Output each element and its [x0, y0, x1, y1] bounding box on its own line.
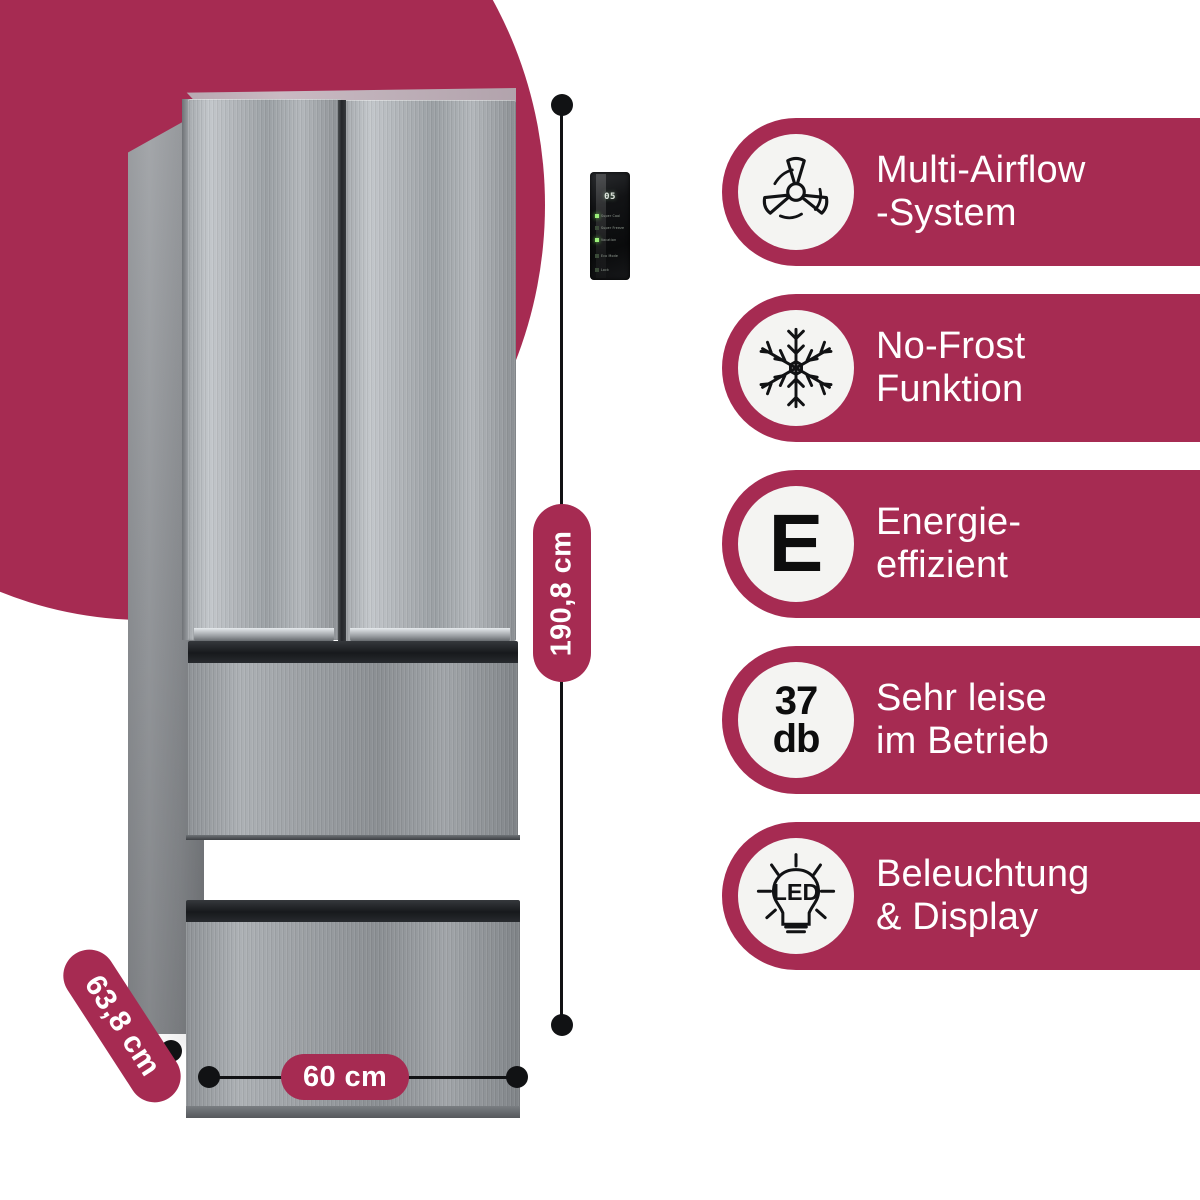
- fridge-drawer-two-handle[interactable]: [186, 900, 520, 924]
- product-image-refrigerator: 05 Super Cool Super Freeze Vacation Eco …: [128, 88, 630, 1118]
- feature-label-line-1: Energie-: [876, 500, 1022, 543]
- snowflake-icon: [738, 310, 854, 426]
- width-dimension-label: 60 cm: [281, 1054, 410, 1100]
- feature-badge-lighting-display[interactable]: LED Beleuchtung & Display: [722, 822, 1200, 970]
- energy-label-e-icon: E: [738, 486, 854, 602]
- height-dimension-value: 190,8 cm: [545, 530, 578, 656]
- feature-badge-multi-airflow[interactable]: Multi-Airflow -System: [722, 118, 1200, 266]
- width-dimension-dot-right: [506, 1066, 528, 1088]
- led-bulb-icon-svg: LED: [756, 853, 836, 934]
- panel-row-vacation[interactable]: Vacation: [595, 236, 627, 243]
- feature-badge-text: Multi-Airflow -System: [876, 149, 1086, 236]
- noise-level-unit: db: [772, 717, 821, 761]
- fridge-drawer-one: [188, 663, 518, 835]
- fan-icon: [738, 134, 854, 250]
- feature-badge-list: Multi-Airflow -System: [722, 118, 1200, 998]
- panel-row-super-cool[interactable]: Super Cool: [595, 212, 627, 219]
- feature-label-line-2: Funktion: [876, 368, 1024, 410]
- feature-label-line-1: Beleuchtung: [876, 852, 1090, 895]
- panel-row-super-freeze[interactable]: Super Freeze: [595, 224, 627, 231]
- feature-label-line-1: Sehr leise: [876, 676, 1047, 719]
- panel-row-label: Lock: [601, 267, 610, 272]
- panel-led-indicator: [595, 225, 599, 230]
- panel-led-indicator: [595, 267, 599, 272]
- feature-badge-low-noise[interactable]: 37 db Sehr leise im Betrieb: [722, 646, 1200, 794]
- panel-led-indicator: [595, 253, 599, 258]
- panel-row-label: Vacation: [601, 237, 617, 242]
- fridge-upper-left-door-handle[interactable]: [194, 628, 334, 642]
- panel-led-indicator: [595, 237, 599, 242]
- fan-icon-svg: [762, 156, 829, 220]
- feature-label-line-1: No-Frost: [876, 324, 1026, 367]
- panel-led-indicator: [595, 213, 599, 218]
- panel-row-lock[interactable]: Lock: [595, 266, 627, 273]
- led-bulb-icon: LED: [738, 838, 854, 954]
- panel-row-eco-mode[interactable]: Eco Mode: [595, 252, 627, 259]
- feature-label-line-2: im Betrieb: [876, 720, 1050, 762]
- panel-glass-reflection: [596, 174, 606, 278]
- fridge-left-door-edge: [182, 99, 189, 640]
- width-dimension-value: 60 cm: [303, 1060, 388, 1093]
- feature-badge-no-frost[interactable]: No-Frost Funktion: [722, 294, 1200, 442]
- feature-badge-text: Sehr leise im Betrieb: [876, 677, 1049, 764]
- fridge-control-display-panel[interactable]: 05 Super Cool Super Freeze Vacation Eco …: [590, 172, 630, 280]
- fridge-upper-right-door-handle[interactable]: [350, 628, 510, 642]
- snowflake-icon-svg: [759, 327, 833, 409]
- panel-row-label: Eco Mode: [601, 253, 619, 258]
- fridge-upper-left-door: [188, 99, 341, 640]
- feature-label-line-1: Multi-Airflow: [876, 148, 1086, 191]
- feature-label-line-2: -System: [876, 192, 1017, 234]
- height-dimension-label: 190,8 cm: [533, 504, 591, 682]
- noise-level-icon: 37 db: [738, 662, 854, 778]
- energy-class-letter: E: [768, 498, 824, 589]
- height-dimension-dot-bottom: [551, 1014, 573, 1036]
- fridge-door-seam: [338, 100, 347, 641]
- feature-badge-text: Beleuchtung & Display: [876, 853, 1089, 940]
- panel-row-label: Super Freeze: [601, 225, 625, 230]
- led-text: LED: [773, 879, 820, 905]
- fridge-base-plinth: [186, 1106, 520, 1118]
- feature-badge-text: No-Frost Funktion: [876, 325, 1025, 412]
- feature-badge-text: Energie- effizient: [876, 501, 1021, 588]
- feature-badge-energy-efficient[interactable]: E Energie- effizient: [722, 470, 1200, 618]
- panel-temperature-readout: 05: [604, 192, 616, 202]
- feature-label-line-2: & Display: [876, 896, 1039, 938]
- fridge-drawer-seam: [186, 835, 520, 840]
- noise-level-number: 37: [774, 678, 818, 723]
- fridge-upper-right-door: 05 Super Cool Super Freeze Vacation Eco …: [346, 100, 630, 641]
- feature-label-line-2: effizient: [876, 544, 1009, 586]
- fridge-drawer-one-handle[interactable]: [188, 641, 518, 665]
- panel-row-label: Super Cool: [601, 213, 621, 218]
- noise-level-value: 37 db: [772, 678, 821, 761]
